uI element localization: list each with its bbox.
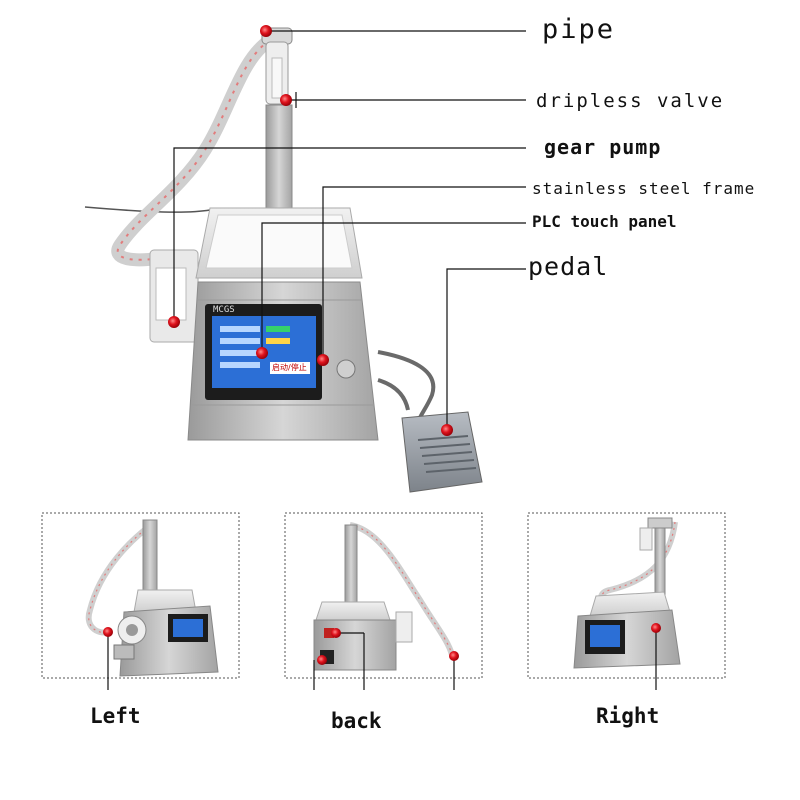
- view-box-back: [284, 512, 483, 679]
- foot-pedal: [401, 411, 483, 493]
- label-right-view: Right: [596, 704, 660, 728]
- label-left-view: Left: [90, 704, 141, 728]
- knob: [336, 359, 356, 379]
- marker-back-hose: [449, 651, 459, 661]
- leader-lines: [173, 30, 526, 430]
- back-view-machine: [313, 522, 455, 671]
- marker-left-pump: [103, 627, 113, 637]
- leader-pedal: [446, 268, 526, 430]
- label-gear-pump: gear pump: [544, 135, 662, 159]
- leader-gear-pump: [173, 147, 526, 322]
- marker-valve: [280, 94, 292, 106]
- label-pedal: pedal: [528, 252, 609, 281]
- view-box-right: [527, 512, 726, 679]
- leader-frame: [322, 186, 526, 360]
- marker-back-switch: [331, 628, 341, 638]
- marker-back-socket: [317, 655, 327, 665]
- marker-pedal: [441, 424, 453, 436]
- plc-start-stop-button: 启动/停止: [272, 363, 307, 372]
- marker-pipe: [260, 25, 272, 37]
- mast: [265, 104, 293, 216]
- label-plc-touch-panel: PLC touch panel: [532, 212, 677, 231]
- label-back-view: back: [331, 709, 382, 733]
- right-view-machine: [573, 517, 681, 669]
- label-stainless-frame: stainless steel frame: [532, 179, 756, 198]
- main-machine: [84, 27, 483, 493]
- label-dripless-valve: dripless valve: [536, 90, 725, 112]
- view-box-left: [41, 512, 240, 679]
- plc-brand-text: MCGS: [213, 305, 235, 315]
- markers-main: [168, 25, 453, 436]
- label-pipe: pipe: [542, 14, 616, 45]
- marker-right-frame: [651, 623, 661, 633]
- left-view-machine: [85, 519, 219, 677]
- leader-plc: [261, 222, 526, 353]
- markers-views: [103, 623, 661, 665]
- marker-plc: [256, 347, 268, 359]
- marker-gear-pump: [168, 316, 180, 328]
- marker-frame: [317, 354, 329, 366]
